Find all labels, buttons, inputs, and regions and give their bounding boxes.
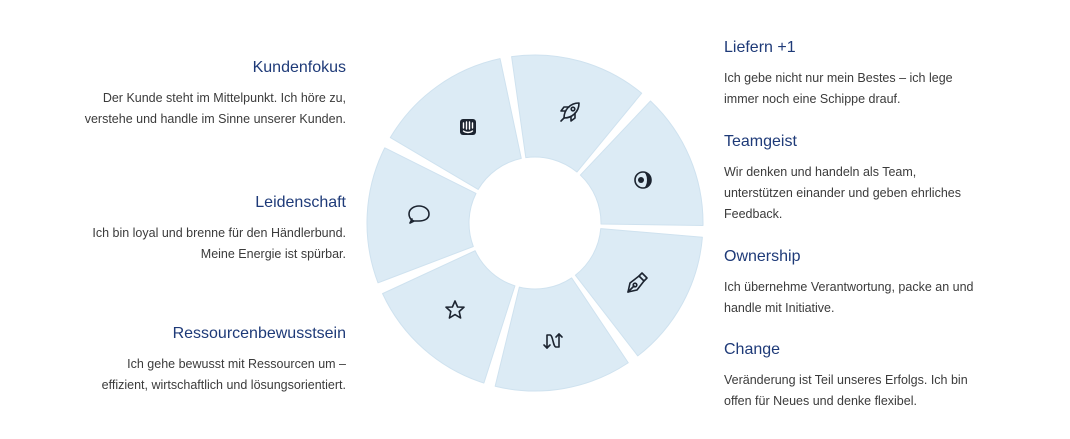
value-description: Ich bin loyal und brenne für den Händler…: [46, 223, 346, 265]
wheel-segment-arrows-swap: [494, 277, 629, 392]
value-title: Leidenschaft: [255, 194, 346, 211]
description-line: Veränderung ist Teil unseres Erfolgs. Ic…: [724, 373, 968, 387]
description-line: unterstützen einander und geben ehrliche…: [724, 186, 961, 200]
value-title: Teamgeist: [724, 133, 797, 150]
value-description: Der Kunde steht im Mittelpunkt. Ich höre…: [46, 88, 346, 130]
value-title: Ownership: [724, 248, 801, 265]
description-line: handle mit Initiative.: [724, 301, 835, 315]
description-line: immer noch eine Schippe drauf.: [724, 92, 901, 106]
value-ownership: Ownership Ich übernehme Verantwortung, p…: [724, 247, 1024, 319]
description-line: verstehe und handle im Sinne unserer Kun…: [84, 112, 346, 126]
description-line: offen für Neues und denke flexibel.: [724, 394, 917, 408]
value-liefern-plus-1: Liefern +1 Ich gebe nicht nur mein Beste…: [724, 38, 1024, 110]
wheel-segment-target: [579, 100, 704, 227]
wheel-segment-star: [382, 250, 516, 384]
rocket-icon: [560, 102, 580, 122]
description-line: Ich bin loyal und brenne für den Händler…: [92, 226, 346, 240]
description-line: effizient, wirtschaftlich und lösungsori…: [101, 378, 346, 392]
description-line: Ich gehe bewusst mit Ressourcen um –: [127, 357, 346, 371]
value-teamgeist: Teamgeist Wir denken und handeln als Tea…: [724, 132, 1024, 225]
description-line: Der Kunde steht im Mittelpunkt. Ich höre…: [102, 91, 346, 105]
star-icon: [445, 300, 465, 319]
value-description: Veränderung ist Teil unseres Erfolgs. Ic…: [724, 370, 1024, 412]
speech-bubble-icon: [408, 205, 430, 224]
value-kundenfokus: Kundenfokus Der Kunde steht im Mittelpun…: [46, 58, 346, 130]
wheel-segments: [366, 54, 704, 392]
value-description: Ich gebe nicht nur mein Bestes – ich leg…: [724, 68, 1024, 110]
wheel-segment-rocket: [511, 54, 643, 173]
value-description: Wir denken und handeln als Team, unterst…: [724, 162, 1024, 225]
value-title: Change: [724, 341, 781, 358]
description-line: Wir denken und handeln als Team,: [724, 165, 917, 179]
target-icon: [634, 171, 652, 189]
value-title: Ressourcenbewusstsein: [172, 325, 346, 342]
value-title: Liefern +1: [724, 39, 796, 56]
intercom-icon: [460, 119, 476, 135]
description-line: Ich übernehme Verantwortung, packe an un…: [724, 280, 974, 294]
value-ressourcenbewusstsein: Ressourcenbewusstsein Ich gehe bewusst m…: [46, 324, 346, 396]
value-title: Kundenfokus: [252, 59, 346, 76]
description-line: Meine Energie ist spürbar.: [200, 247, 346, 261]
arrows-swap-icon: [543, 333, 563, 349]
wheel-segment-pen-nib: [574, 228, 703, 357]
value-leidenschaft: Leidenschaft Ich bin loyal und brenne fü…: [46, 193, 346, 265]
value-change: Change Veränderung ist Teil unseres Erfo…: [724, 340, 1024, 412]
wheel-segment-intercom: [389, 58, 522, 190]
pen-nib-icon: [627, 272, 648, 293]
description-line: Ich gebe nicht nur mein Bestes – ich leg…: [724, 71, 953, 85]
value-description: Ich gehe bewusst mit Ressourcen um – eff…: [46, 354, 346, 396]
value-description: Ich übernehme Verantwortung, packe an un…: [724, 277, 1024, 319]
wheel-segment-speech-bubble: [366, 147, 477, 284]
description-line: Feedback.: [724, 207, 783, 221]
